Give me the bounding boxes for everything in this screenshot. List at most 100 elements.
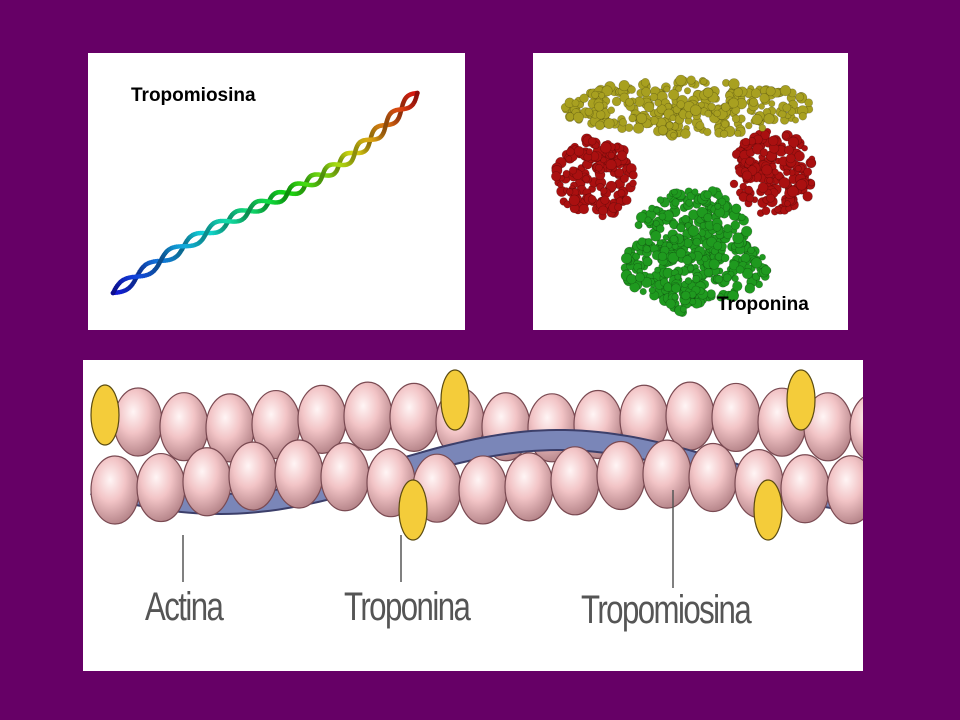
troponin-complex bbox=[786, 369, 816, 431]
helix-residue bbox=[415, 90, 420, 96]
atom-sphere bbox=[587, 194, 597, 204]
atom-sphere bbox=[628, 114, 637, 123]
atom-sphere bbox=[682, 255, 693, 265]
atom-sphere bbox=[761, 164, 773, 176]
atom-sphere bbox=[639, 288, 647, 296]
atom-sphere bbox=[758, 124, 767, 132]
atom-sphere bbox=[749, 97, 759, 107]
troponin-complex-image bbox=[550, 74, 817, 318]
atom-sphere bbox=[759, 253, 766, 261]
atom-sphere bbox=[720, 129, 729, 138]
atom-sphere bbox=[784, 145, 794, 155]
atom-sphere bbox=[751, 113, 763, 125]
atom-sphere bbox=[674, 273, 682, 281]
atom-sphere bbox=[703, 127, 712, 137]
atom-sphere bbox=[698, 229, 707, 237]
atom-sphere bbox=[618, 79, 630, 92]
atom-sphere bbox=[751, 257, 763, 269]
atom-sphere bbox=[656, 239, 664, 247]
atom-sphere bbox=[745, 157, 754, 166]
atom-sphere bbox=[741, 137, 751, 147]
actin-monomer bbox=[711, 382, 761, 453]
actin-monomer bbox=[228, 441, 278, 511]
atom-sphere bbox=[642, 245, 651, 254]
atom-sphere bbox=[741, 225, 753, 237]
atom-sphere bbox=[747, 246, 755, 255]
actin-monomer bbox=[320, 442, 370, 512]
atom-sphere bbox=[714, 275, 724, 284]
atom-sphere bbox=[573, 111, 584, 123]
atom-sphere bbox=[808, 179, 816, 187]
atom-sphere bbox=[641, 87, 651, 97]
atom-sphere bbox=[721, 102, 731, 112]
atom-sphere bbox=[614, 167, 624, 178]
atom-sphere bbox=[703, 267, 713, 278]
atom-sphere bbox=[745, 194, 755, 203]
atom-sphere bbox=[716, 293, 725, 302]
atom-sphere bbox=[806, 158, 817, 169]
atom-sphere bbox=[568, 166, 578, 175]
atom-sphere bbox=[622, 195, 632, 205]
atom-sphere bbox=[582, 175, 590, 183]
atom-sphere bbox=[675, 248, 687, 259]
atom-sphere bbox=[652, 220, 660, 227]
actin-monomer bbox=[596, 440, 646, 511]
atom-sphere bbox=[665, 121, 674, 130]
troponin-green-tail bbox=[663, 273, 709, 318]
atom-sphere bbox=[642, 256, 653, 267]
atom-sphere bbox=[687, 264, 695, 272]
actin-monomer bbox=[90, 455, 140, 525]
atom-sphere bbox=[795, 92, 805, 102]
atom-sphere bbox=[798, 112, 807, 121]
atom-sphere bbox=[685, 199, 693, 207]
troponin-red-subunit-left bbox=[550, 133, 638, 221]
atom-sphere bbox=[634, 220, 643, 229]
actin-monomer bbox=[458, 455, 508, 525]
actin-monomer bbox=[642, 439, 692, 509]
coiled-coil-strands bbox=[110, 90, 420, 296]
actin-monomer bbox=[343, 381, 393, 451]
atom-sphere bbox=[785, 153, 796, 164]
atom-sphere bbox=[720, 253, 730, 263]
atom-sphere bbox=[727, 290, 739, 302]
actin-beads-back bbox=[113, 381, 863, 463]
label-leader-lines bbox=[182, 490, 674, 588]
atom-sphere bbox=[794, 165, 802, 173]
atom-sphere bbox=[787, 136, 799, 148]
thin-filament-panel: Actina Troponina Tropomiosina bbox=[83, 360, 863, 671]
atom-sphere bbox=[654, 98, 662, 107]
atom-sphere bbox=[750, 88, 762, 99]
atom-sphere bbox=[607, 151, 615, 159]
atom-sphere bbox=[635, 272, 645, 283]
troponin-complex bbox=[753, 479, 783, 541]
atom-sphere bbox=[599, 141, 612, 154]
atom-sphere bbox=[550, 171, 562, 182]
atom-sphere bbox=[603, 118, 615, 130]
atom-sphere bbox=[704, 109, 713, 118]
troponin-filament-label: Troponina bbox=[344, 585, 471, 629]
tropomyosin-panel: Tropomiosina bbox=[88, 53, 465, 330]
actin-monomer bbox=[849, 396, 863, 459]
atom-sphere bbox=[707, 102, 716, 111]
atom-sphere bbox=[691, 188, 699, 196]
atom-sphere bbox=[658, 212, 667, 221]
atom-sphere bbox=[620, 174, 630, 184]
atom-sphere bbox=[557, 181, 564, 188]
atom-sphere bbox=[802, 191, 813, 202]
atom-sphere bbox=[632, 252, 641, 261]
troponin-complex bbox=[398, 479, 428, 541]
atom-sphere bbox=[591, 90, 600, 99]
tropomyosin-filament-label: Tropomiosina bbox=[581, 588, 752, 632]
atom-sphere bbox=[757, 182, 769, 193]
atom-sphere bbox=[760, 130, 771, 140]
atom-sphere bbox=[713, 241, 723, 251]
troponin-markers bbox=[90, 369, 816, 541]
atom-sphere bbox=[703, 87, 714, 98]
atom-sphere bbox=[627, 85, 636, 94]
atom-sphere bbox=[765, 86, 776, 97]
troponin-red-subunit-right bbox=[729, 127, 817, 217]
atom-sphere bbox=[774, 205, 782, 213]
atom-sphere bbox=[578, 203, 590, 215]
atom-sphere bbox=[695, 121, 705, 131]
atom-sphere bbox=[573, 145, 585, 157]
